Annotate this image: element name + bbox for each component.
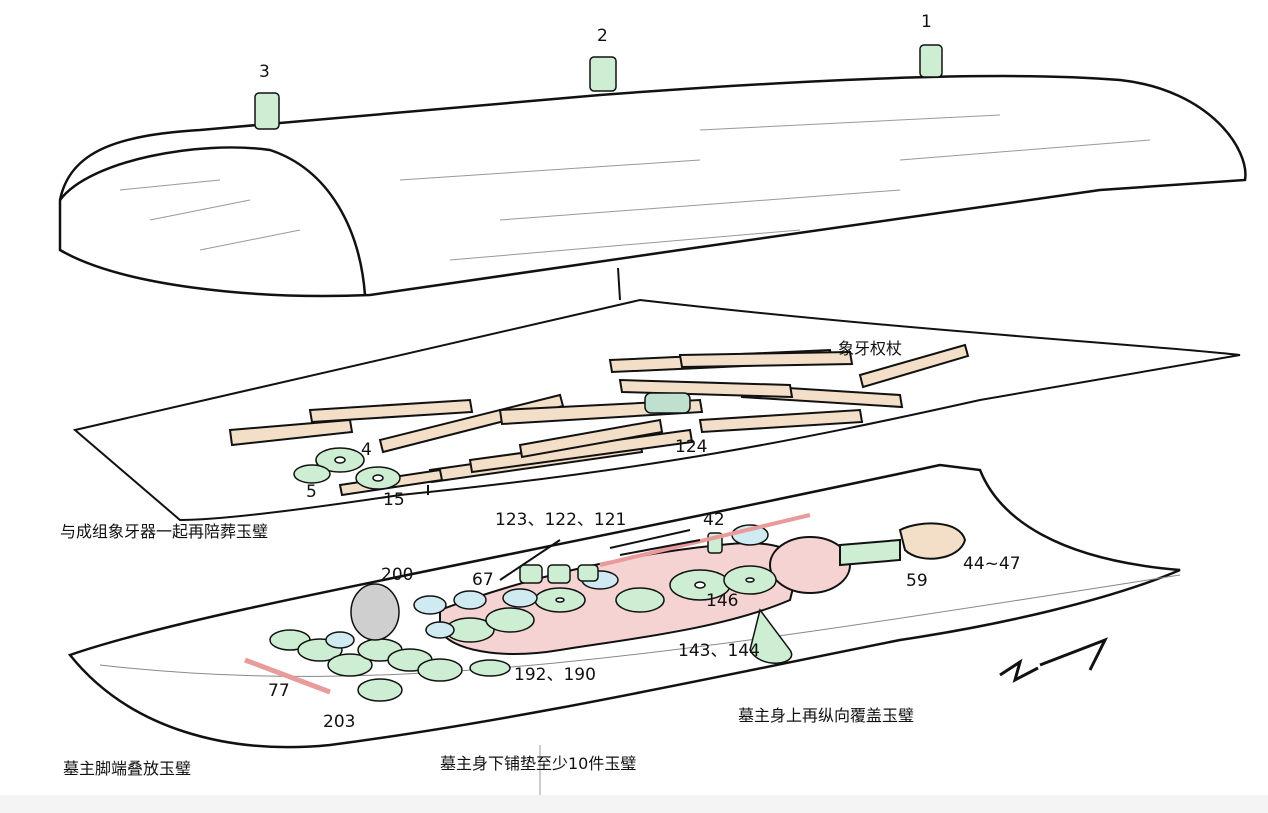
label-192-190: 192、190: [514, 665, 596, 685]
label-146: 146: [706, 591, 739, 611]
pottery-jar-200: [350, 583, 400, 641]
caption-body-cover: 墓主身上再纵向覆盖玉璧: [738, 706, 915, 725]
jade-cong-124: [644, 392, 691, 414]
ivory-scepter-label: 象牙权杖: [838, 339, 903, 358]
lid-label-3: 3: [259, 62, 270, 82]
sticks: [244, 513, 811, 695]
lid-label-2: 2: [597, 26, 608, 46]
ivory-layer-caption: 与成组象牙器一起再陪葬玉璧: [60, 522, 269, 541]
lid-label-1: 1: [921, 12, 932, 32]
caption-under-body: 墓主身下铺垫至少10件玉璧: [440, 754, 637, 773]
caption-feet-stack: 墓主脚端叠放玉璧: [63, 759, 192, 778]
label-59: 59: [906, 571, 928, 591]
label-200: 200: [381, 565, 414, 585]
label-42: 42: [703, 510, 725, 530]
lid-divider: [617, 267, 621, 301]
ivory-label-15: 15: [383, 490, 405, 510]
label-143-144: 143、144: [678, 641, 760, 661]
ivory-label-4: 4: [361, 440, 372, 460]
label-67: 67: [472, 570, 494, 590]
bottom-strip: [0, 795, 1268, 813]
ivory-label-124: 124: [675, 437, 708, 457]
label-203: 203: [323, 712, 356, 732]
ivory-label-5: 5: [306, 482, 317, 502]
label-44-47: 44~47: [963, 554, 1021, 574]
ivory-sheet: [72, 298, 1241, 522]
label-77: 77: [268, 681, 290, 701]
north-arrow-icon: [999, 637, 1109, 683]
label-123-122-121: 123、122、121: [495, 510, 627, 530]
ivory-layer-jade-discs: [293, 447, 401, 490]
ivory-pieces: [228, 343, 970, 497]
coffin-lid: [58, 74, 1247, 298]
headdress-44-47: [839, 522, 967, 567]
lid-jade-cylinders: [254, 44, 943, 130]
